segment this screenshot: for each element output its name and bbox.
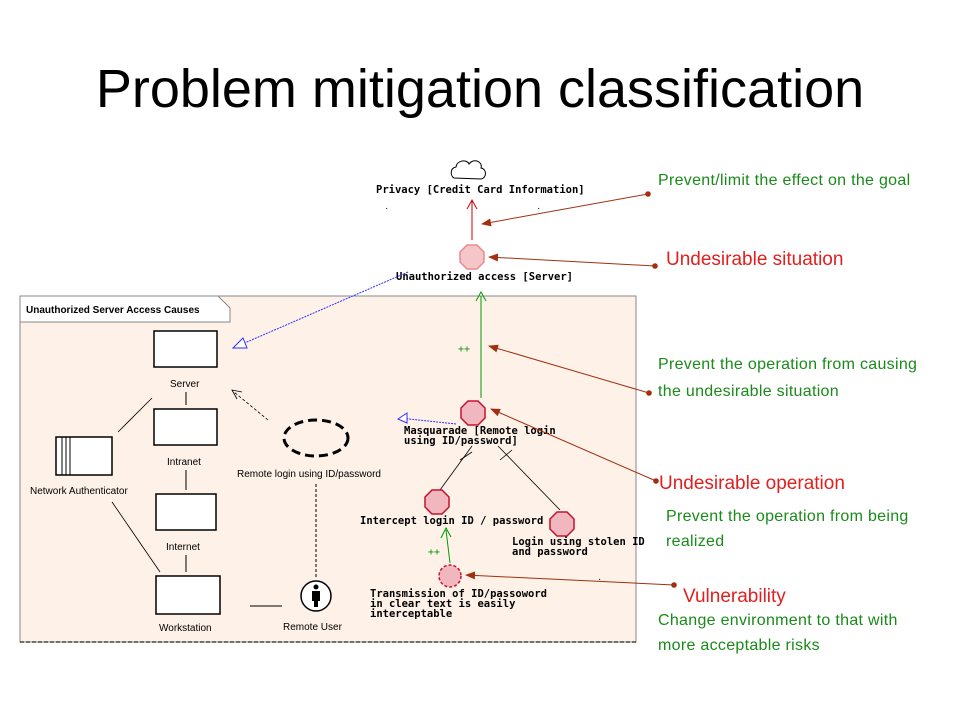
masquerade-label-line2: using ID/password] xyxy=(404,435,518,447)
internet-box xyxy=(155,493,217,531)
annotation-undesirable-situation: Undesirable situation xyxy=(666,249,844,270)
transmission-label-line2: in clear text is easily xyxy=(370,598,516,610)
network-authenticator-icon xyxy=(55,436,113,476)
annotation-prevent-limit-goal: Prevent/limit the effect on the goal xyxy=(658,172,911,189)
stolen-login-obstacle xyxy=(549,511,575,537)
remote-user-label: Remote User xyxy=(283,622,343,633)
workstation-box xyxy=(155,575,221,615)
annotation-prevent-operation-realized: Prevent the operation from being realize… xyxy=(666,508,909,550)
privacy-softgoal: Privacy [Credit Card Information] xyxy=(376,184,585,196)
unauthorized-access-label: Unauthorized access [Server] xyxy=(396,271,573,283)
intranet-label: Intranet xyxy=(167,457,201,468)
intranet-box xyxy=(153,408,218,446)
svg-text:·: · xyxy=(598,574,601,585)
remote-user-icon xyxy=(300,580,332,612)
annotation-prevent-operation-causing: Prevent the operation from causing the u… xyxy=(658,356,918,400)
svg-text:·: · xyxy=(537,203,540,214)
masquerade-obstacle xyxy=(460,400,486,426)
remote-login-label: Remote login using ID/password xyxy=(237,469,381,480)
masquerade-label-line1: Masquarade [Remote login xyxy=(404,425,556,437)
unauthorized-access-obstacle xyxy=(459,244,485,270)
causes-panel: Unauthorized Server Access Causes xyxy=(19,295,637,643)
stolen-login-label-line1: Login using stolen ID xyxy=(512,536,645,548)
server-label: Server xyxy=(170,379,200,390)
server-box xyxy=(153,330,218,368)
annotation-change-environment: Change environment to that with more acc… xyxy=(658,612,898,654)
annotation-connectors: · xyxy=(465,191,677,588)
stolen-login-label-line2: and password xyxy=(512,546,588,558)
softgoal-cloud-icon xyxy=(450,160,486,180)
panel-title: Unauthorized Server Access Causes xyxy=(26,305,200,316)
vulnerability-node xyxy=(438,564,462,588)
transmission-label-line1: Transmission of ID/passoword xyxy=(370,588,547,600)
intercept-label: Intercept login ID / password xyxy=(360,515,543,527)
annotation-undesirable-operation: Undesirable operation xyxy=(659,473,845,494)
transmission-label-line3: interceptable xyxy=(370,608,452,620)
internet-label: Internet xyxy=(166,542,200,553)
intercept-obstacle xyxy=(424,489,450,515)
contribution-label-top: ++ xyxy=(458,344,470,355)
slide-title: Problem mitigation classification xyxy=(95,59,865,119)
workstation-label: Workstation xyxy=(159,623,212,634)
annotation-vulnerability: Vulnerability xyxy=(683,586,786,607)
network-authenticator-label: Network Authenticator xyxy=(30,486,128,497)
svg-text:·: · xyxy=(385,203,388,214)
contribution-label-bottom: ++ xyxy=(428,547,440,558)
remote-login-activity xyxy=(282,418,350,458)
